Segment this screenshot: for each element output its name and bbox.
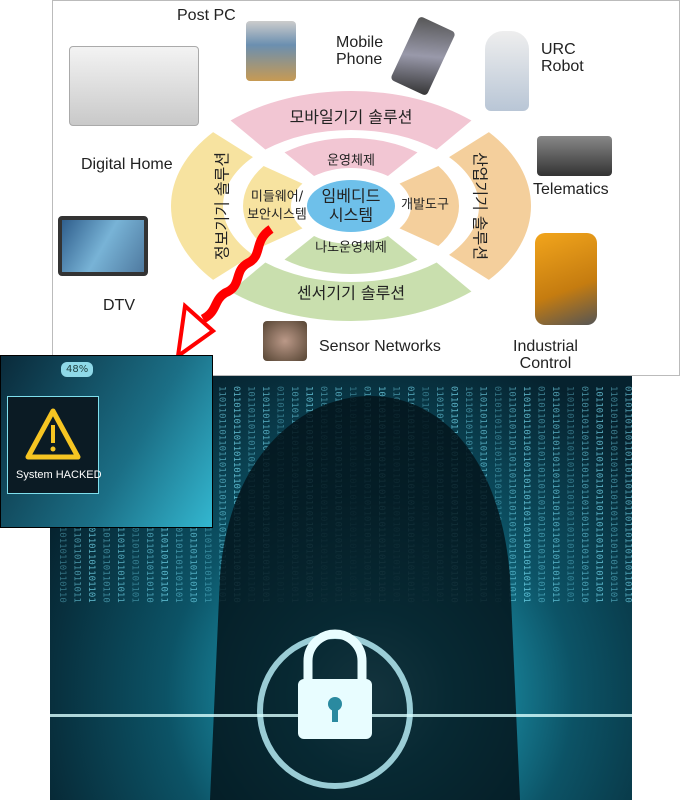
robot-image <box>485 31 529 111</box>
label-line: Phone <box>336 51 383 68</box>
inner-right-label: 개발도구 <box>401 198 449 213</box>
binary-column: 0110110110110110110110110110110110110110 <box>579 386 589 603</box>
inner-sector-left <box>243 166 303 246</box>
label-line: Mobile <box>336 34 384 51</box>
label-line: Industrial <box>513 338 578 355</box>
alert-window: System HACKED <box>7 396 102 494</box>
label-line: Control <box>519 355 572 372</box>
system-hacked-image: 48% System HACKED <box>0 355 213 528</box>
outer-top-label: 모바일기기 솔루션 <box>290 108 413 127</box>
label-dtv: DTV <box>103 297 135 314</box>
outer-sector-left <box>171 132 253 280</box>
outer-left-label: 정보기기 솔루션 <box>213 152 232 260</box>
lock-icon <box>298 629 372 739</box>
red-arrow <box>200 225 274 323</box>
sensor-image <box>263 321 307 361</box>
inner-left-label-2: 보안시스템 <box>247 208 307 223</box>
label-line: URC <box>541 41 576 58</box>
inner-sector-bottom <box>284 235 418 274</box>
post-pc-image <box>246 21 296 81</box>
outer-bottom-label: 센서기기 솔루션 <box>297 284 405 303</box>
outer-right-label: 산업기기 솔루션 <box>471 152 490 260</box>
inner-bottom-label: 나노운영체제 <box>315 241 387 256</box>
inner-top-label: 운영체제 <box>327 154 375 169</box>
binary-column: 0110110110110110110110110110110110110110 <box>536 386 546 603</box>
binary-column: 1011011011011011011011011011011011011011 <box>594 386 604 603</box>
outer-sector-bottom <box>230 262 472 321</box>
label-post-pc: Post PC <box>177 7 236 24</box>
binary-column: 1101101101101101101101101101101101101101 <box>217 386 227 603</box>
dtv-image <box>58 216 148 276</box>
digital-home-image <box>69 46 199 126</box>
percent-hexagon: 48% <box>61 362 94 377</box>
binary-column: 1101101101101101101101101101101101101101 <box>521 386 531 603</box>
center-text-line2: 시스템 <box>329 206 373 225</box>
label-telematics: Telematics <box>533 181 609 198</box>
label-sensor-networks: Sensor Networks <box>319 338 441 355</box>
label-digital-home: Digital Home <box>81 156 173 173</box>
warning-icon <box>25 408 81 460</box>
binary-column: 1011011011011011011011011011011011011011 <box>507 386 517 603</box>
binary-column: 0110110110110110110110110110110110110110 <box>231 386 241 603</box>
inner-sector-right <box>399 166 460 246</box>
binary-column: 0110110110110110110110110110110110110110 <box>623 386 633 603</box>
inner-sector-top <box>284 138 418 177</box>
binary-column: 1101101101101101101101101101101101101101 <box>608 386 618 603</box>
outer-sector-right <box>449 132 531 280</box>
outer-sector-top <box>230 90 472 150</box>
binary-column: 1101101101101101101101101101101101101101 <box>565 386 575 603</box>
system-hacked-text: System HACKED <box>16 469 102 481</box>
ring-diagram: 임베디드 시스템 운영체제 개발도구 나노운영체제 미들웨어/ 보안시스템 모바… <box>171 90 531 361</box>
label-line: Robot <box>541 58 584 75</box>
center-text-line1: 임베디드 <box>322 187 381 206</box>
hood-silhouette <box>210 396 520 800</box>
inner-left-label-1: 미들웨어/ <box>251 190 304 205</box>
industrial-robot-image <box>535 233 597 325</box>
arrow-head <box>175 302 217 361</box>
binary-column: 1011011011011011011011011011011011011011 <box>550 386 560 603</box>
center-ellipse <box>307 180 395 232</box>
telematics-image <box>537 136 612 176</box>
binary-column: 0110110110110110110110110110110110110110 <box>492 386 502 603</box>
